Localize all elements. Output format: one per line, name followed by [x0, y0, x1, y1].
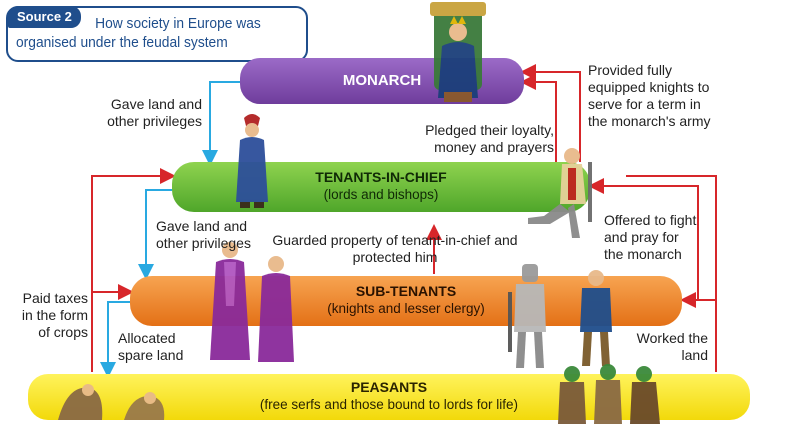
tenants-subtitle: (lords and bishops)	[323, 187, 439, 202]
kneeling-knight-figure	[528, 148, 592, 238]
label-guarded: Guarded property of tenant-in-chief and …	[272, 232, 518, 265]
label-worked: Worked the land	[636, 330, 708, 363]
sub-tenants-subtitle: (knights and lesser clergy)	[327, 301, 485, 316]
label-provided-knights: Provided fully equipped knights to serve…	[588, 62, 711, 129]
peasants-working-figure	[58, 384, 165, 420]
arrow-worked	[626, 175, 717, 372]
arrow-tenants-to-sub	[138, 189, 172, 280]
label-offered: Offered to fight and pray for the monarc…	[604, 212, 697, 262]
label-paid-taxes: Paid taxes in the form of crops	[21, 290, 88, 340]
source-caption: How society in Europe was organised unde…	[16, 15, 261, 51]
peasants-title: PEASANTS	[350, 379, 428, 395]
tenants-title: TENANTS-IN-CHIEF	[315, 169, 447, 185]
label-tenants-gave: Gave land and other privileges	[156, 218, 251, 251]
sub-tenants-title: SUB-TENANTS	[355, 283, 457, 299]
lord-figure	[236, 114, 268, 208]
clergy-figure-2	[258, 256, 294, 362]
clergy-figure-1	[210, 242, 250, 360]
arrow-sub-to-peasants	[100, 301, 130, 378]
arrow-pledged	[520, 74, 557, 162]
label-pledged: Pledged their loyalty, money and prayers	[425, 122, 554, 155]
peasants-group-figure	[558, 364, 660, 424]
arrow-paid-taxes	[91, 168, 176, 372]
knight-figure-2	[580, 270, 612, 366]
arrow-provided-knights	[520, 64, 581, 162]
knight-figure-1	[508, 264, 546, 368]
monarch-title: MONARCH	[342, 72, 422, 89]
source-tag: Source 2	[8, 6, 81, 28]
label-monarch-gave: Gave land and other privileges	[107, 96, 202, 129]
monarch-figure	[430, 2, 486, 102]
peasants-subtitle: (free serfs and those bound to lords for…	[259, 397, 519, 412]
arrow-monarch-to-tenants	[202, 81, 240, 166]
label-allocated: Allocated spare land	[118, 330, 184, 363]
